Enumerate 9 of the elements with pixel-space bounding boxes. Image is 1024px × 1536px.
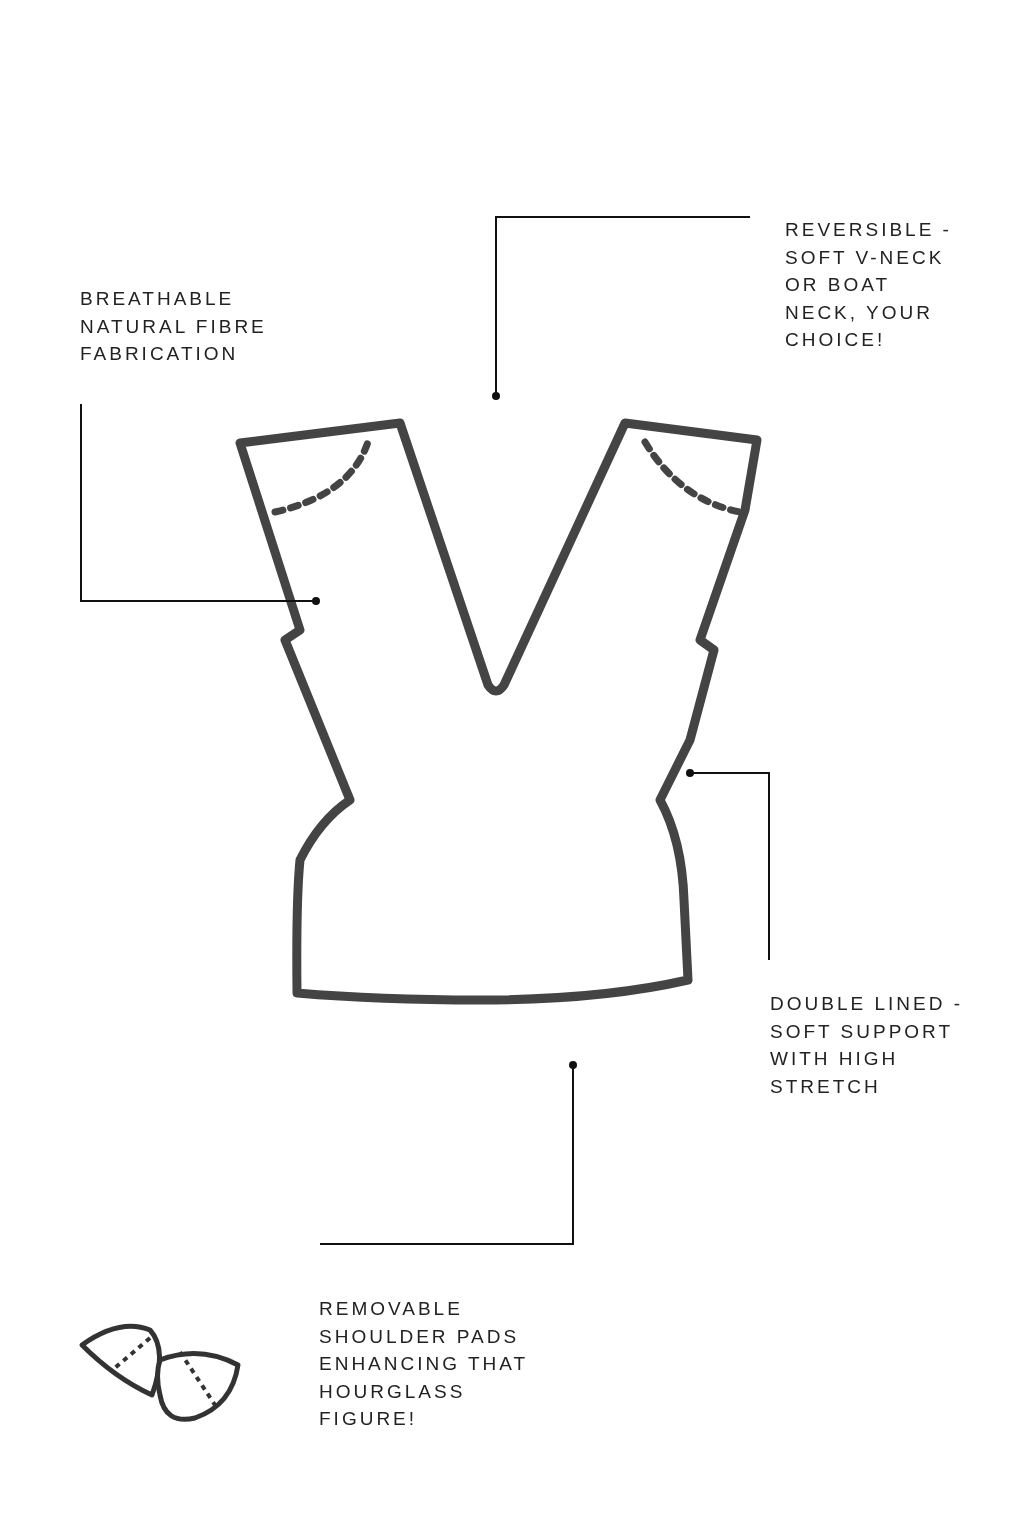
leader-line [80, 403, 320, 605]
callout-text: DOUBLE LINED - SOFT SUPPORT WITH HIGH STRETCH [770, 990, 970, 1100]
callout-text: REMOVABLE SHOULDER PADS ENHANCING THAT HOURGLASS FIGURE! [319, 1295, 569, 1433]
callout-text: REVERSIBLE - SOFT V-NECK OR BOAT NECK, YOUR CHOICE! [785, 216, 971, 354]
top-garment-drawing [235, 418, 762, 1005]
leader-line [686, 769, 770, 961]
leader-line [492, 216, 751, 400]
leader-line [319, 1061, 577, 1245]
callout-text: BREATHABLE NATURAL FIBRE FABRICATION [80, 285, 295, 368]
